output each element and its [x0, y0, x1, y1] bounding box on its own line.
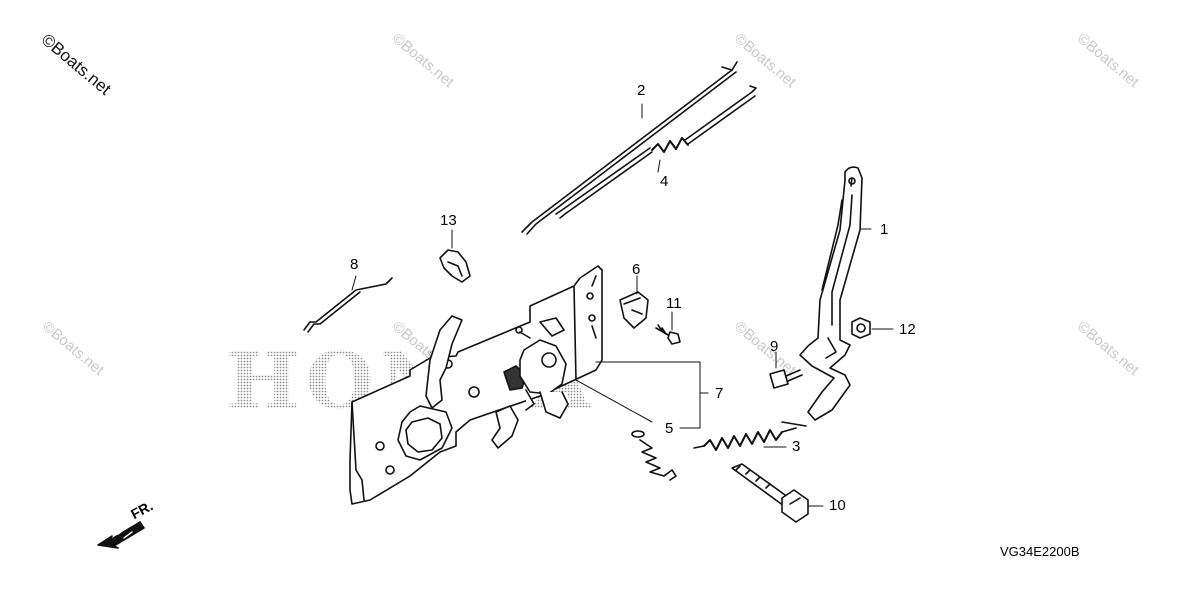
part-13-clip: [439, 249, 471, 283]
callout-13: 13: [440, 212, 457, 229]
part-11-screw: [655, 324, 681, 345]
callout-5: 5: [665, 420, 674, 437]
part-7-control-base: [349, 265, 603, 505]
part-2-rod: [521, 61, 738, 235]
part-8-rod: [303, 277, 393, 333]
part-4-spring-rod: [555, 85, 757, 219]
callout-1: 1: [880, 221, 889, 238]
leader-lines: [351, 103, 894, 507]
callout-2: 2: [637, 82, 646, 99]
part-12-nut: [851, 317, 871, 339]
part-10-bolt: [731, 463, 809, 523]
callout-12: 12: [899, 321, 916, 338]
callout-3: 3: [792, 438, 801, 455]
callout-4: 4: [660, 173, 669, 190]
callout-6: 6: [632, 261, 641, 278]
part-9-bolt: [769, 369, 803, 389]
callout-8: 8: [350, 256, 359, 273]
part-6-holder: [619, 291, 649, 329]
part-3-spring: [693, 421, 807, 451]
part-1-governor-arm: [799, 166, 863, 421]
front-arrow-icon: [97, 521, 145, 549]
diagram-code: VG34E2200B: [1000, 544, 1080, 559]
callout-10: 10: [829, 497, 846, 514]
callout-7: 7: [715, 385, 724, 402]
part-5-spring: [631, 430, 677, 481]
callout-11: 11: [666, 295, 682, 312]
callout-9: 9: [770, 338, 779, 355]
